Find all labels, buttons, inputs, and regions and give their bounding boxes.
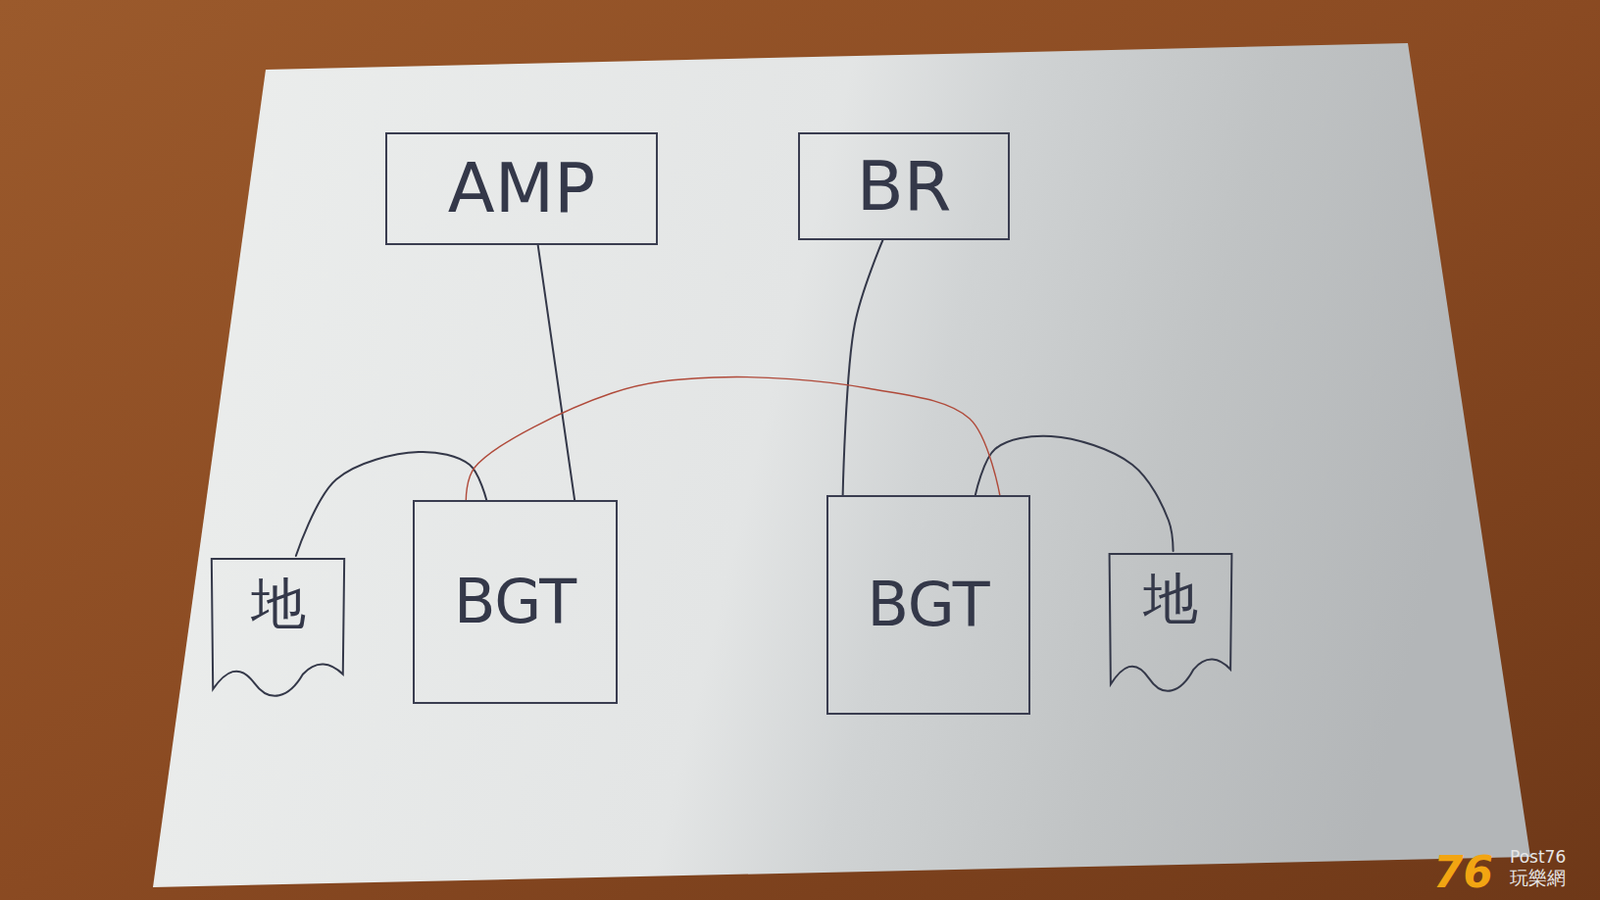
wire-line (975, 436, 1174, 551)
wire-line (465, 377, 1000, 500)
node-label: BGT (866, 571, 990, 639)
device-box: BGT (412, 500, 618, 704)
watermark-logo: 76 (1433, 850, 1494, 895)
wire-line (843, 240, 884, 496)
device-box: BR (798, 132, 1010, 241)
ground-symbol: 地 (208, 555, 348, 704)
wire-line (296, 451, 487, 556)
node-label: 地 (250, 573, 306, 635)
ground-outline-path (1109, 553, 1233, 692)
device-box: AMP (385, 132, 658, 246)
device-box: BGT (826, 495, 1031, 715)
node-label: BR (856, 149, 952, 225)
watermark-text: Post76 (1509, 849, 1566, 866)
ground-symbol: 地 (1106, 550, 1235, 700)
node-label: 地 (1143, 568, 1199, 630)
paper-sheet (152, 43, 1531, 888)
node-label: BGT (453, 568, 577, 636)
watermark-text: 玩樂網 (1509, 868, 1566, 888)
wire-line (538, 245, 575, 500)
node-label: AMP (448, 150, 597, 227)
ground-outline-path (211, 558, 345, 697)
